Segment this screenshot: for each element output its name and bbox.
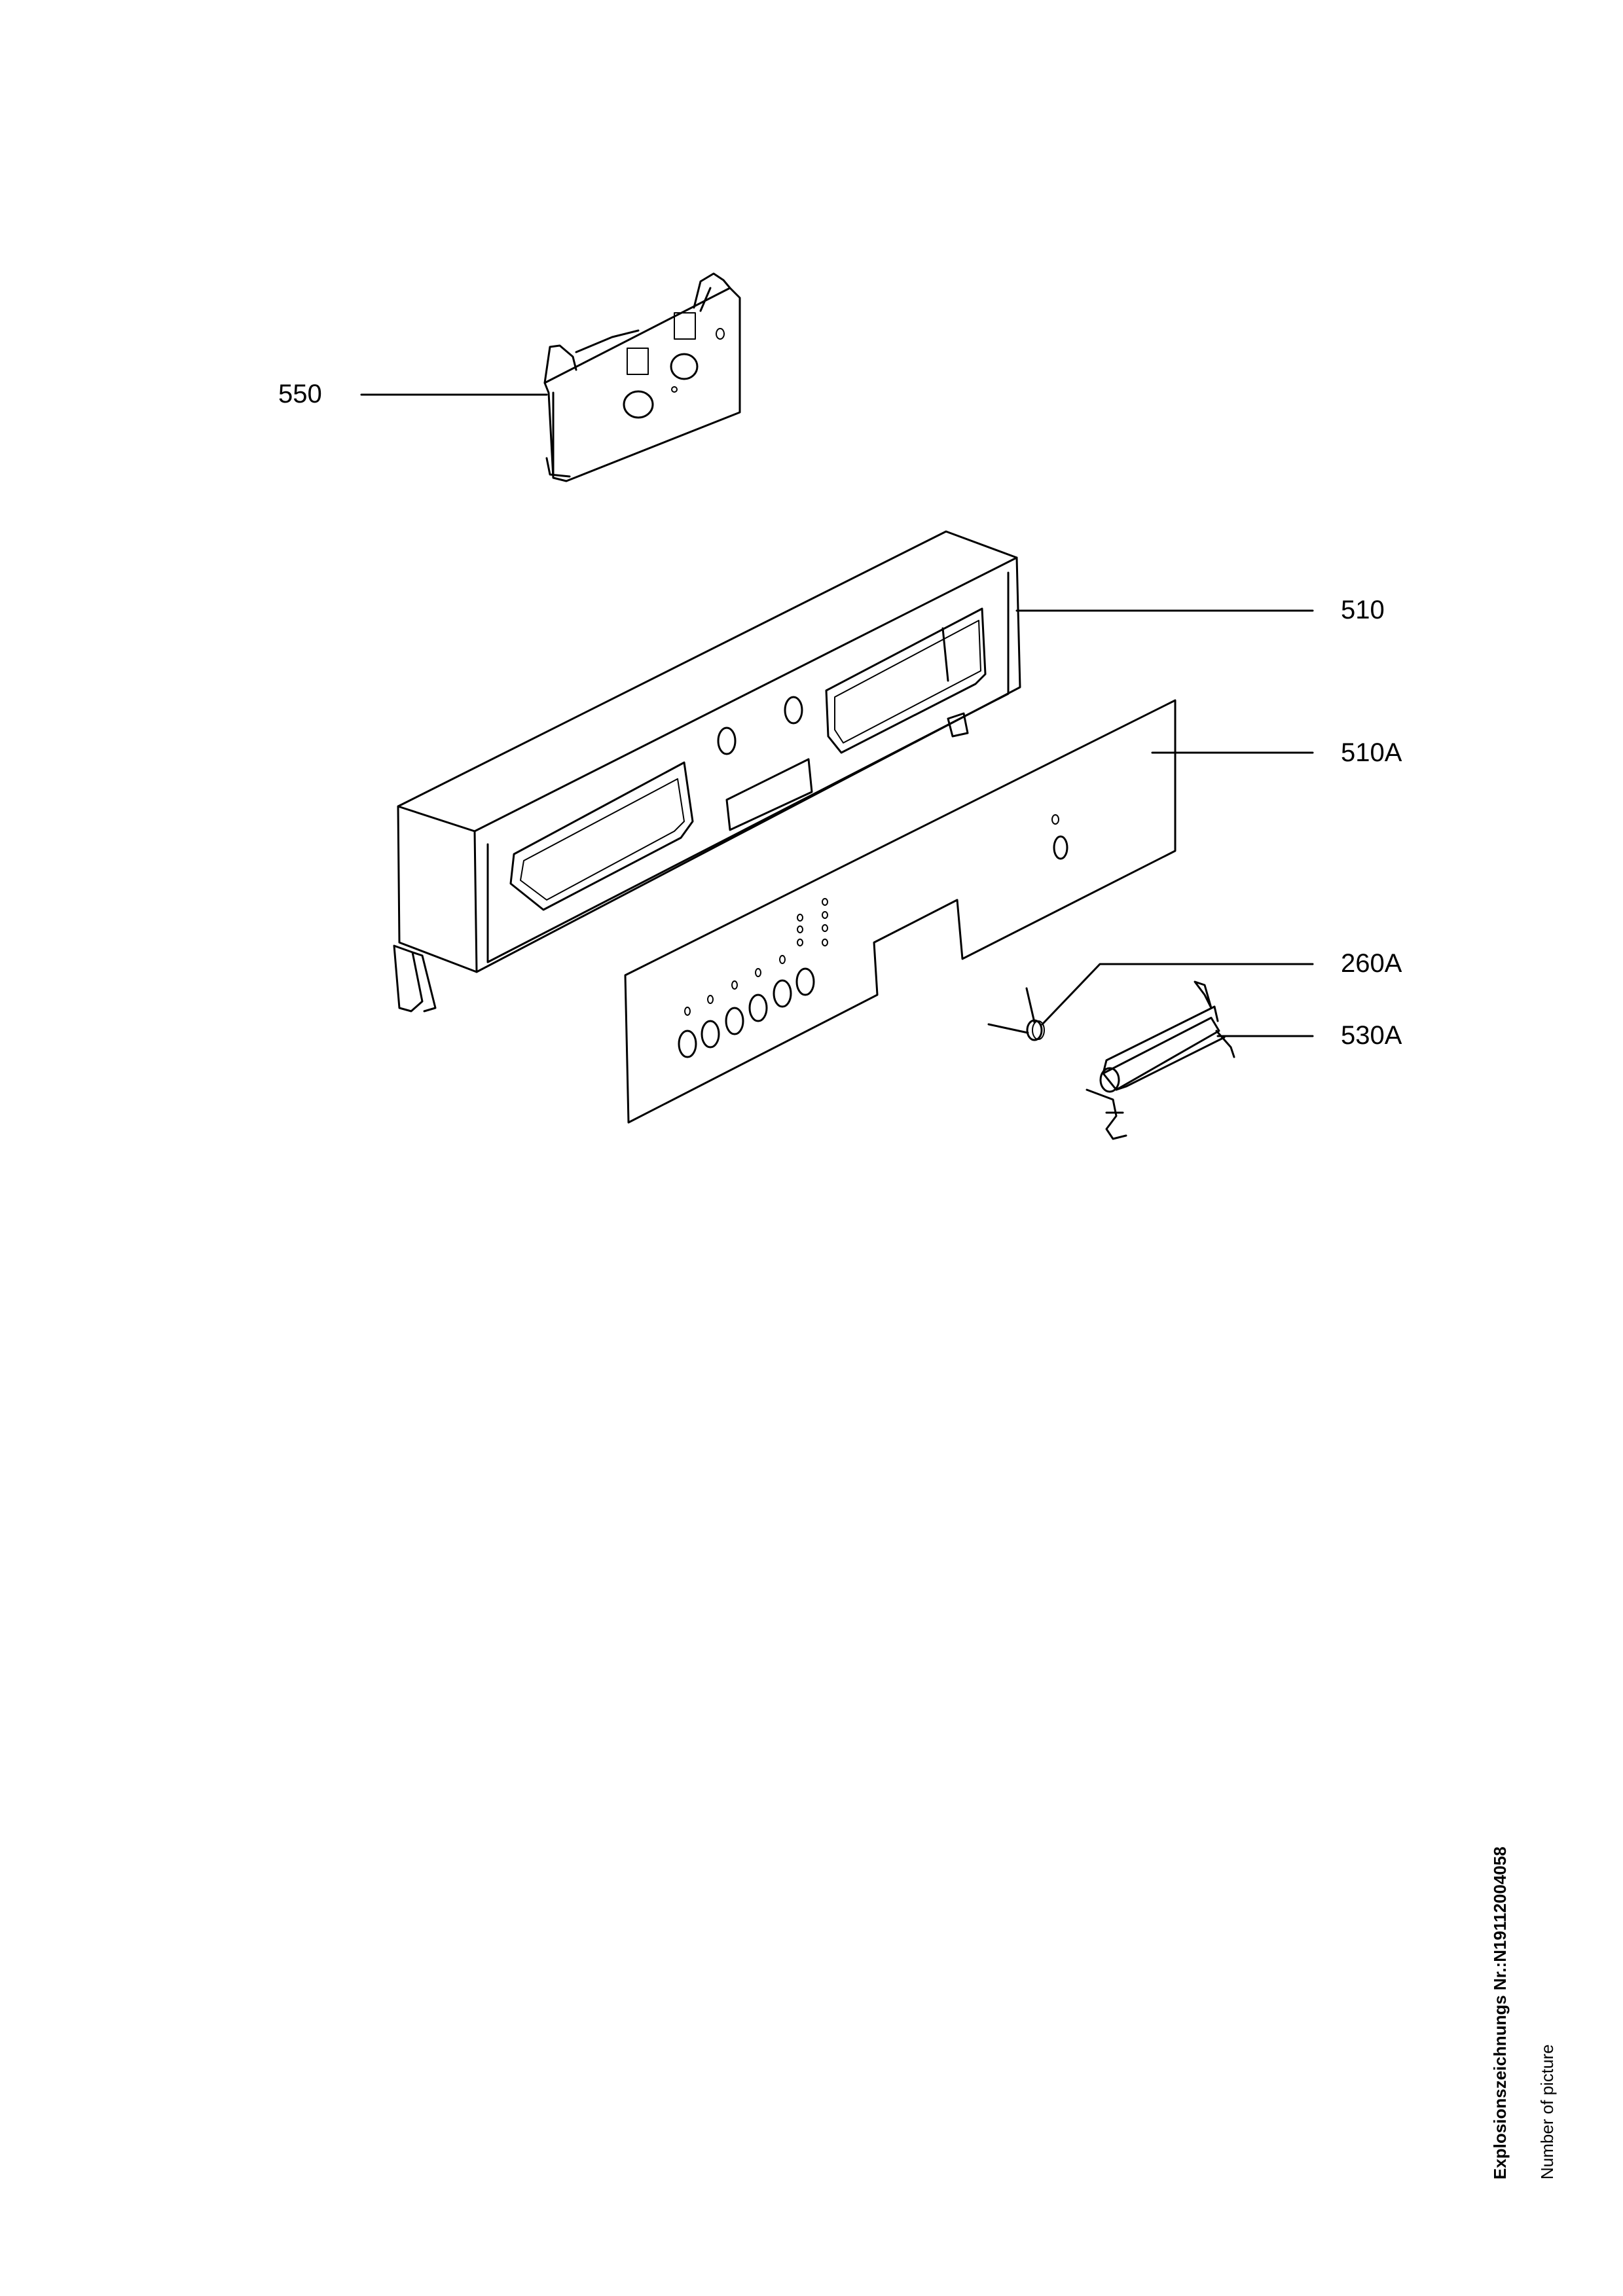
part-530a-handle <box>1085 980 1235 1140</box>
picture-number-caption: Number of picture <box>1537 2044 1557 2179</box>
part-510-panel-housing <box>393 530 1021 1013</box>
part-510a-front-plate <box>624 699 1176 1124</box>
label-550: 550 <box>278 380 322 408</box>
label-260a: 260A <box>1341 949 1402 978</box>
label-510: 510 <box>1341 596 1385 624</box>
leader-line-260a <box>1041 963 1314 1026</box>
label-530a: 530A <box>1341 1021 1402 1050</box>
label-510a: 510A <box>1341 738 1402 767</box>
part-550-bracket <box>543 272 741 482</box>
drawing-number: Explosionszeichnungs Nr.:N19112004058 <box>1490 1846 1510 2179</box>
part-260a-spring <box>987 987 1045 1041</box>
